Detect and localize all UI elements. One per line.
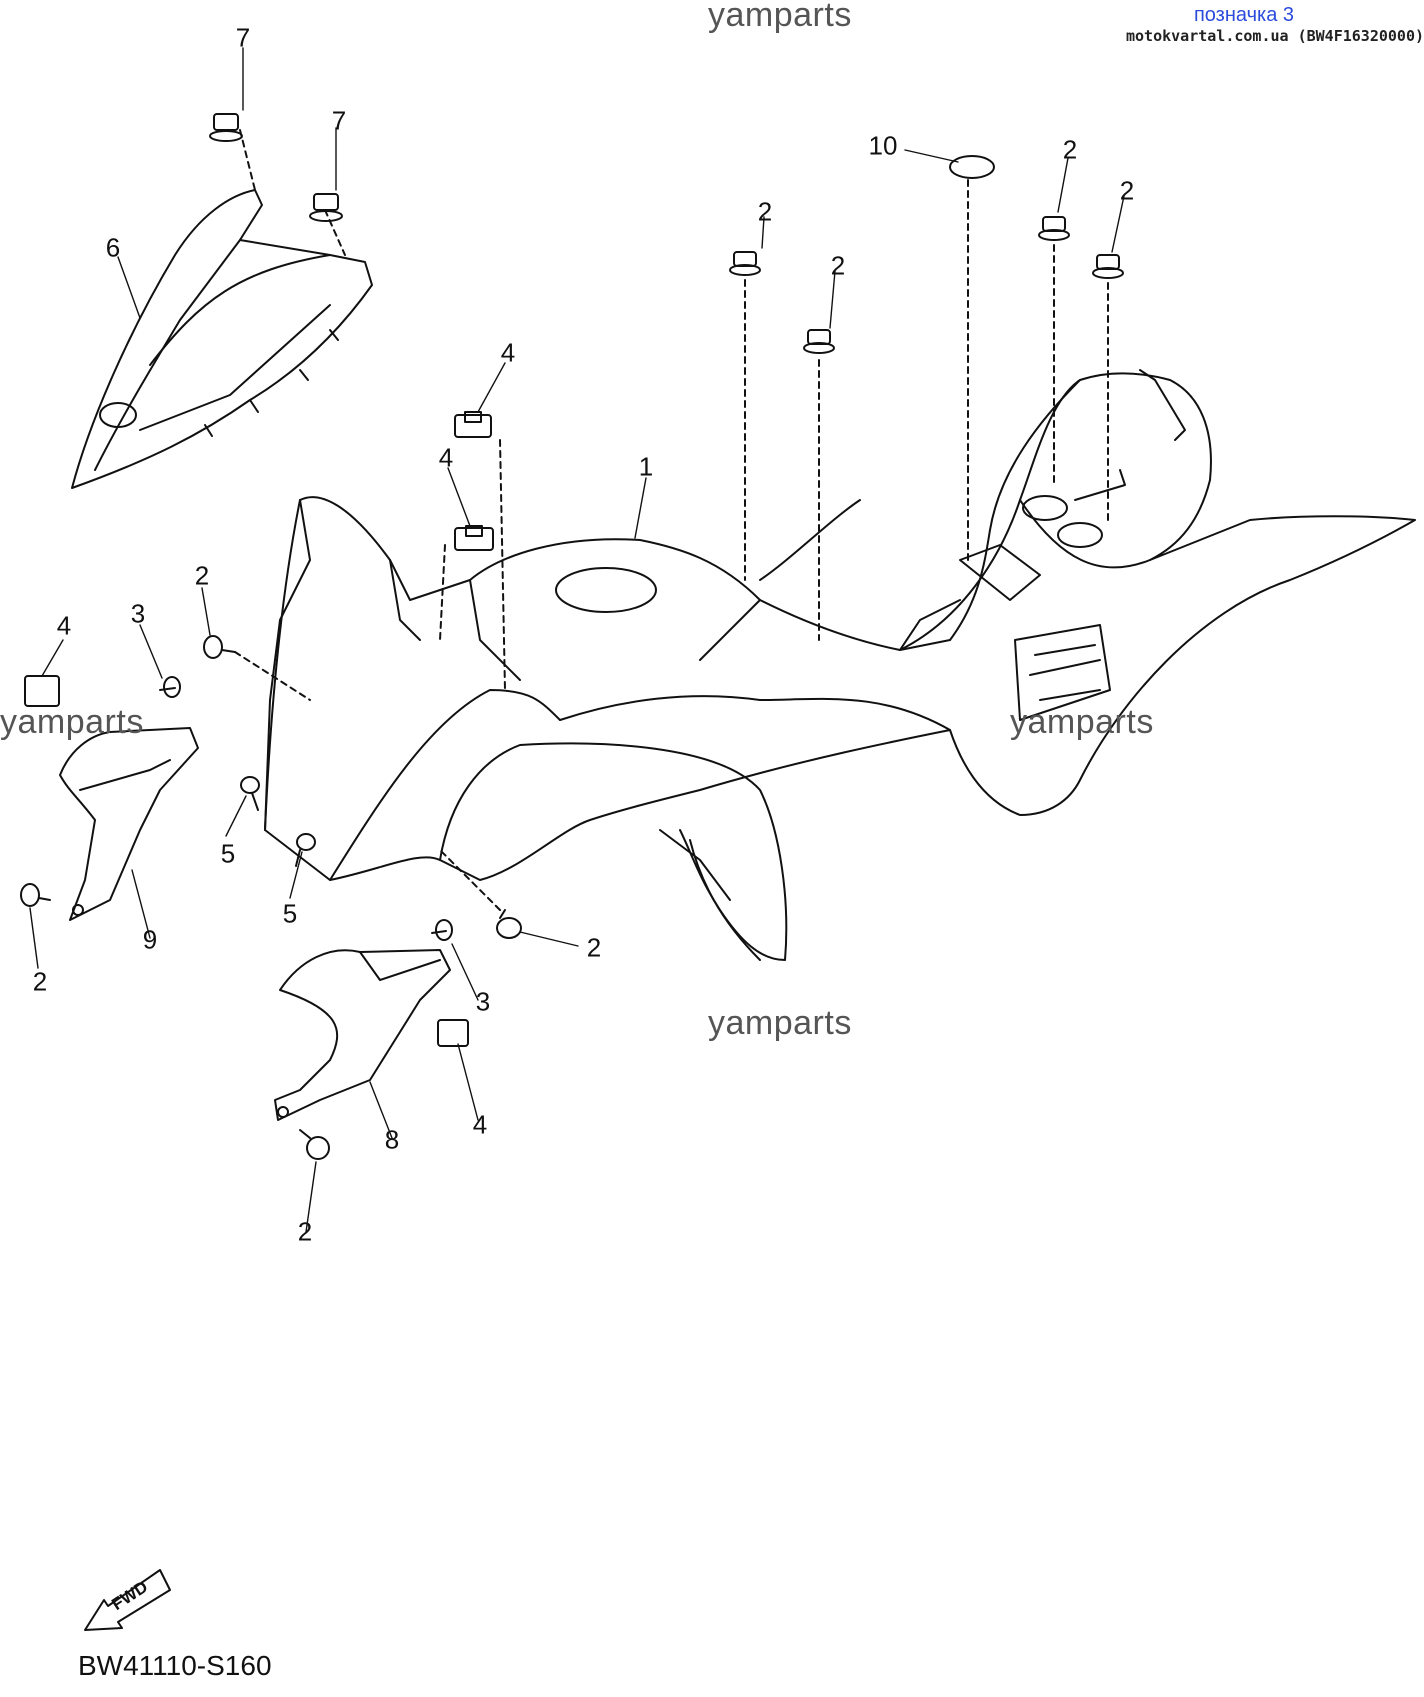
watermark: yamparts: [708, 0, 852, 34]
screw-5a: [240, 776, 260, 811]
bolt-2-rear-d: [1092, 254, 1124, 521]
callout-label: 4: [472, 1109, 488, 1140]
callout-label: 2: [830, 250, 846, 281]
bolt-2-right-b: [299, 1129, 330, 1160]
bolt-2-rear-b: [803, 329, 835, 641]
callout-label: 8: [384, 1124, 400, 1155]
callout-label: 2: [586, 932, 602, 963]
callout-label: 2: [194, 560, 210, 591]
callout-label: 7: [331, 105, 347, 136]
screw-3-right: [431, 919, 453, 941]
callout-label: 6: [105, 232, 121, 263]
bolt-2-left-bottom: [20, 883, 51, 907]
callout-label: 2: [32, 966, 48, 997]
part-1-fender-body: [264, 369, 1416, 961]
bolt-7b: [309, 193, 343, 222]
callout-label: 4: [56, 610, 72, 641]
part-6-front-cover: [71, 129, 373, 489]
bolt-2-rear-c: [1038, 216, 1070, 486]
callout-label: 2: [1062, 134, 1078, 165]
watermark: yamparts: [1010, 703, 1154, 741]
part-4-clip-body-a: [454, 411, 506, 691]
watermark: yamparts: [708, 1004, 852, 1042]
callout-label: 4: [500, 337, 516, 368]
part-9-side-cover: [59, 727, 199, 921]
part-8-side-cover: [274, 949, 451, 1121]
callout-label: 3: [475, 986, 491, 1017]
callout-label: 5: [282, 898, 298, 929]
callout-label: 4: [438, 442, 454, 473]
screw-3-left: [159, 676, 181, 698]
callout-label: 9: [142, 924, 158, 955]
bolt-2-rear-a: [729, 251, 761, 581]
callout-label: 10: [868, 130, 898, 161]
callout-label: 7: [235, 22, 251, 53]
screw-5b: [295, 833, 316, 867]
callout-leaders: [29, 47, 1125, 1233]
watermark: yamparts: [0, 703, 144, 741]
site-code: motokvartal.com.ua (BW4F16320000): [1125, 27, 1424, 45]
part-4-clip-right: [437, 1019, 469, 1047]
fwd-arrow: [84, 1569, 171, 1631]
callout-label: 2: [297, 1216, 313, 1247]
callout-label: 3: [130, 598, 146, 629]
bolt-2-right-a: [439, 849, 522, 939]
part-4-clip-left: [24, 675, 60, 707]
callout-label: 5: [220, 838, 236, 869]
callout-label: 1: [638, 451, 654, 482]
bolt-2-front-a: [203, 635, 311, 701]
tag-label: позначка 3: [1193, 4, 1294, 26]
callout-label: 2: [757, 196, 773, 227]
callout-label: 2: [1119, 175, 1135, 206]
part-10-ring: [949, 155, 995, 566]
bolt-7a: [209, 113, 243, 142]
part-4-clip-body-b: [439, 525, 494, 641]
diagram-code: BW41110-S160: [78, 1650, 272, 1681]
